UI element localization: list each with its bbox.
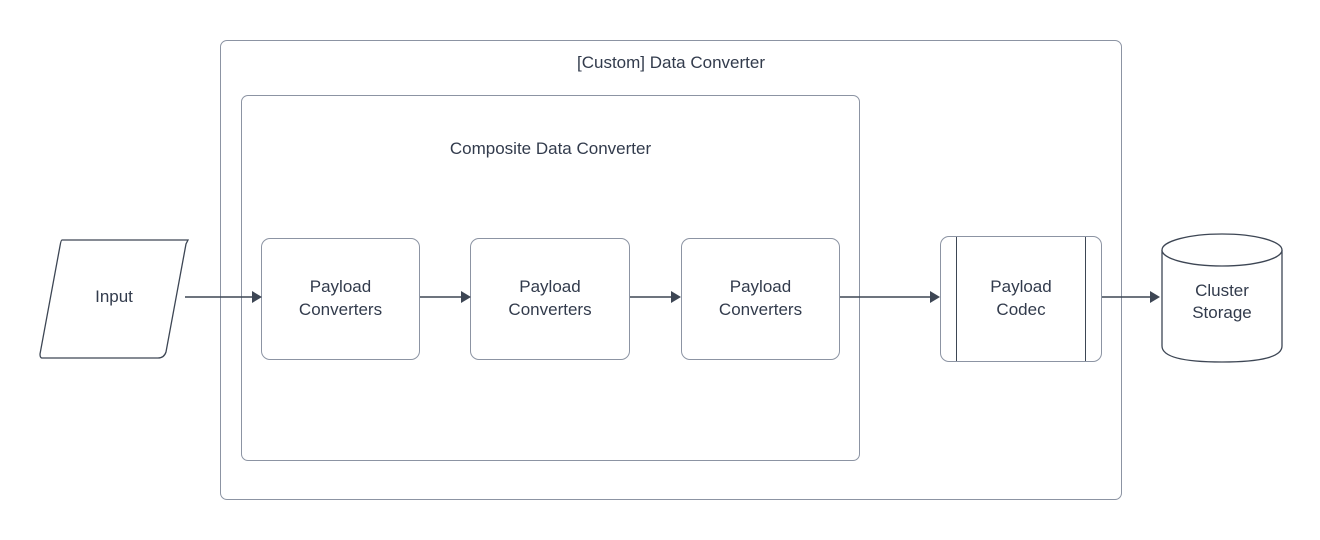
payload-codec-label: Payload Codec [990, 277, 1052, 319]
payload-converters-box-3[interactable]: Payload Converters [681, 238, 840, 360]
codec-right-bar [1085, 237, 1086, 361]
custom-data-converter-title: [Custom] Data Converter [576, 53, 765, 72]
input-shape[interactable] [38, 238, 190, 360]
codec-left-bar [956, 237, 957, 361]
cluster-storage-shape[interactable] [1160, 232, 1284, 364]
payload-converters-label-3: Payload Converters [718, 277, 803, 319]
payload-converters-label-2: Payload Converters [508, 277, 592, 319]
edge-converter-2-to-3 [630, 291, 681, 303]
custom-data-converter-container[interactable]: [Custom] Data Converter [220, 40, 1122, 500]
edge-codec-to-storage [1102, 291, 1160, 303]
payload-codec-box[interactable]: Payload Codec [940, 236, 1102, 362]
edge-converter-3-to-codec [840, 291, 940, 303]
edge-input-to-converter-1 [185, 291, 262, 303]
edge-converter-1-to-2 [420, 291, 471, 303]
payload-converters-label-1: Payload Converters [298, 277, 383, 319]
composite-data-converter-title: Composite Data Converter [449, 139, 652, 158]
payload-converters-box-1[interactable]: Payload Converters [261, 238, 420, 360]
composite-data-converter-container[interactable]: Composite Data Converter [241, 95, 860, 461]
payload-converters-box-2[interactable]: Payload Converters [470, 238, 630, 360]
